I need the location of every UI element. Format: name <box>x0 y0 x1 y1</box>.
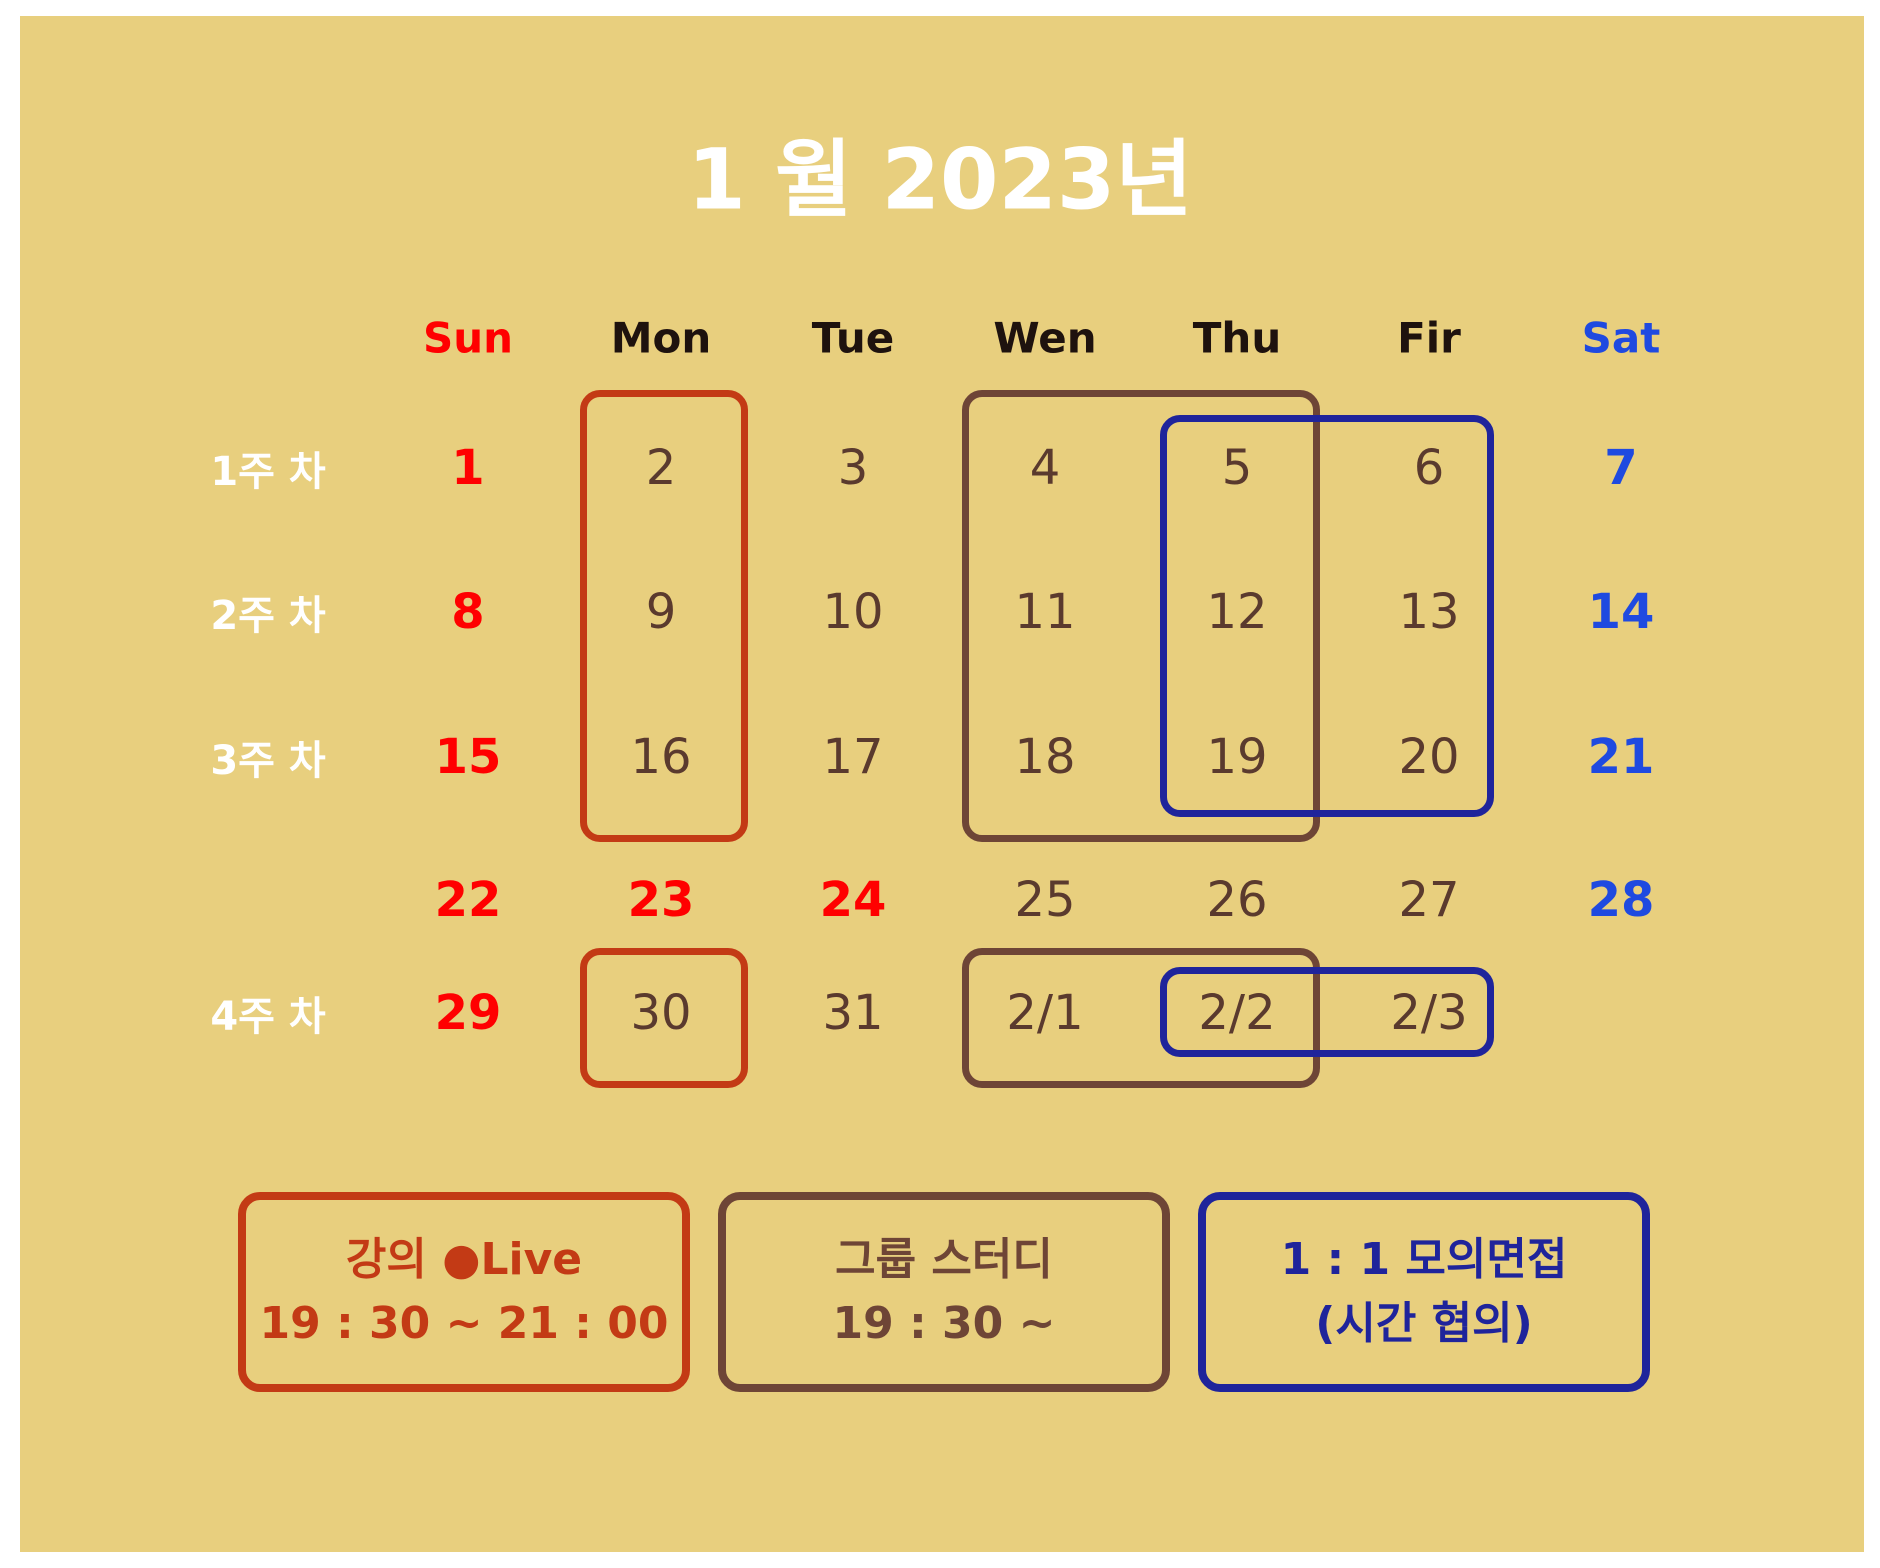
day-cell: 19 <box>1206 729 1268 785</box>
day-cell: 23 <box>627 872 695 928</box>
day-cell: 11 <box>1014 584 1076 640</box>
interview-box-weeks-1-3 <box>1160 415 1494 817</box>
day-cell: 13 <box>1398 584 1460 640</box>
day-cell: 2/2 <box>1198 985 1276 1041</box>
lecture-box-week-4 <box>580 948 748 1088</box>
legend-study <box>718 1192 1170 1392</box>
day-cell: 1 <box>451 440 485 496</box>
legend-lecture <box>238 1192 690 1392</box>
week-label-2: 2주 차 <box>210 593 326 639</box>
day-cell: 22 <box>434 872 502 928</box>
legend-lecture-line2: 19 : 30 ~ 21 : 00 <box>259 1298 669 1349</box>
day-cell: 12 <box>1206 584 1268 640</box>
day-cell: 2 <box>645 440 677 496</box>
day-cell: 24 <box>819 872 887 928</box>
weekday-tue: Tue <box>811 313 895 363</box>
week-label-1: 1주 차 <box>210 449 326 495</box>
legend-interview-text: 1 : 1 모의면접 (시간 협의) <box>1281 1228 1568 1356</box>
week-label-4: 4주 차 <box>210 994 326 1040</box>
day-cell: 2/1 <box>1006 985 1084 1041</box>
day-cell: 26 <box>1206 872 1268 928</box>
day-cell: 21 <box>1587 729 1655 785</box>
day-cell: 7 <box>1604 440 1638 496</box>
day-cell: 31 <box>822 985 884 1041</box>
day-cell: 14 <box>1587 584 1655 640</box>
study-box-week-4 <box>962 948 1320 1088</box>
day-cell: 6 <box>1413 440 1445 496</box>
day-cell: 5 <box>1221 440 1253 496</box>
day-cell: 9 <box>645 584 677 640</box>
day-cell: 29 <box>434 985 502 1041</box>
weekday-wed: Wen <box>993 313 1097 363</box>
legend-study-line1: 그룹 스터디 <box>835 1234 1053 1285</box>
day-cell: 20 <box>1398 729 1460 785</box>
legend-interview <box>1198 1192 1650 1392</box>
day-cell: 17 <box>822 729 884 785</box>
weekday-fri: Fir <box>1397 313 1461 363</box>
legend-study-text: 그룹 스터디 19 : 30 ~ <box>833 1228 1056 1356</box>
day-cell: 3 <box>837 440 869 496</box>
day-cell: 30 <box>630 985 692 1041</box>
day-cell: 10 <box>822 584 884 640</box>
calendar-title: 1 월 2023년 <box>687 130 1193 229</box>
weekday-sun: Sun <box>422 313 514 363</box>
day-cell: 15 <box>434 729 502 785</box>
day-cell: 28 <box>1587 872 1655 928</box>
day-cell: 27 <box>1398 872 1460 928</box>
day-cell: 18 <box>1014 729 1076 785</box>
legend-study-line2: 19 : 30 ~ <box>832 1298 1056 1349</box>
study-box-weeks-1-3 <box>962 390 1320 842</box>
weekday-mon: Mon <box>610 313 712 363</box>
week-label-3: 3주 차 <box>210 738 326 784</box>
day-cell: 25 <box>1014 872 1076 928</box>
day-cell: 8 <box>451 584 485 640</box>
legend-interview-line2: (시간 협의) <box>1315 1298 1533 1349</box>
lecture-box-weeks-1-3 <box>580 390 748 842</box>
weekday-sat: Sat <box>1581 313 1661 363</box>
interview-box-week-4 <box>1160 967 1494 1057</box>
legend-interview-line1: 1 : 1 모의면접 <box>1280 1234 1568 1285</box>
calendar-poster <box>20 16 1864 1552</box>
day-cell: 16 <box>630 729 692 785</box>
day-cell: 2/3 <box>1390 985 1468 1041</box>
weekday-thu: Thu <box>1192 313 1282 363</box>
day-cell: 4 <box>1029 440 1061 496</box>
legend-lecture-line1: 강의 ●Live <box>345 1234 583 1285</box>
legend-lecture-text: 강의 ●Live 19 : 30 ~ 21 : 00 <box>260 1228 669 1356</box>
